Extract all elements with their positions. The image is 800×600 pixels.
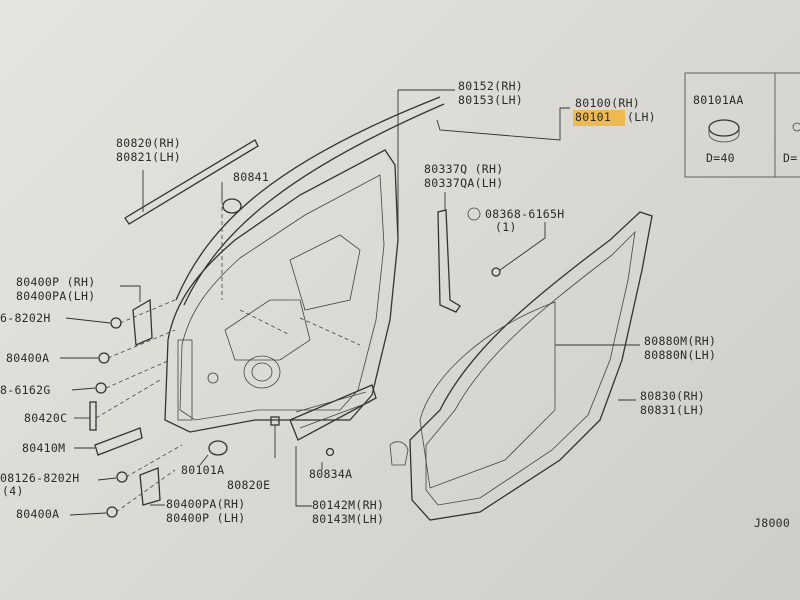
pin-80420c <box>89 401 97 431</box>
label-8202h-top: 6-8202H <box>0 311 51 325</box>
label-inset-d40: D=40 <box>706 151 735 165</box>
label-80400a-bot: 80400A <box>16 507 59 521</box>
label-80831: 80831(LH) <box>640 403 705 417</box>
label-80821: 80821(LH) <box>116 150 181 164</box>
run-channel-80337 <box>437 209 461 313</box>
bolt-08126-icon <box>116 471 128 483</box>
label-80880n: 80880N(LH) <box>644 348 716 362</box>
label-08368-qty: (1) <box>495 220 517 234</box>
screw-08368-icon <box>491 267 501 277</box>
assembly-dashed-lines <box>95 299 183 513</box>
label-80880m: 80880M(RH) <box>644 334 716 348</box>
hinge-face <box>177 339 193 421</box>
label-80400pa: 80400PA(LH) <box>16 289 95 303</box>
sash-outer-line <box>175 96 441 301</box>
label-80420c: 80420C <box>24 411 67 425</box>
door-inner-panel <box>179 174 385 421</box>
lead-80400a-bot <box>69 512 107 516</box>
bolt-80400a-top-icon <box>98 352 110 364</box>
label-80834a: 80834A <box>309 467 352 481</box>
label-80400pa-b: 80400PA(RH) <box>166 497 245 511</box>
speaker-hole <box>243 355 281 389</box>
plug-80841-icon <box>222 198 242 214</box>
label-inset-d: D= <box>783 151 797 165</box>
hinge-upper <box>132 298 153 346</box>
hinge-lower <box>139 467 161 506</box>
trim-panel-80880 <box>419 301 556 489</box>
lead-08126 <box>97 477 117 481</box>
door-check-detail <box>295 391 371 429</box>
bolt-80834-icon <box>325 447 335 457</box>
label-inset-80101aa: 80101AA <box>693 93 744 107</box>
label-80820: 80820(RH) <box>116 136 181 150</box>
label-80820e: 80820E <box>227 478 270 492</box>
label-80400p-b: 80400P (LH) <box>166 511 245 525</box>
label-80152: 80152(RH) <box>458 79 523 93</box>
diagram-ref-code: J8000 <box>754 516 790 530</box>
door-shell-outline <box>164 149 399 433</box>
screw-symbol-icon <box>467 207 481 221</box>
bolt-6162g-icon <box>95 382 107 394</box>
lead-80142m <box>295 446 312 507</box>
label-80142m: 80142M(RH) <box>312 498 384 512</box>
label-80400p: 80400P (RH) <box>16 275 95 289</box>
lead-8202h <box>65 317 111 324</box>
sash-inner-line <box>183 103 445 306</box>
moulding-strip-80820 <box>124 139 259 225</box>
label-80101: 80101 <box>575 110 611 124</box>
plug-small-icon <box>792 122 800 132</box>
trim-handle-pocket <box>389 441 409 466</box>
clip-80820e <box>270 416 280 426</box>
lead-08368 <box>499 222 546 271</box>
label-80410m: 80410M <box>22 441 65 455</box>
grommet-plug-icon <box>708 119 740 137</box>
lead-80101a <box>199 454 209 466</box>
label-08368: 08368-6165H <box>485 207 564 221</box>
door-cutout-2 <box>289 234 361 311</box>
label-80841: 80841 <box>233 170 269 184</box>
label-08126: 08126-8202H <box>0 471 79 485</box>
label-80830: 80830(RH) <box>640 389 705 403</box>
lead-80100 <box>436 107 570 141</box>
lead-6162g <box>71 387 96 391</box>
check-link-hole <box>207 372 219 384</box>
label-6162g: 8-6162G <box>0 383 51 397</box>
label-80101a: 80101A <box>181 463 224 477</box>
bolt-80400a-bot-icon <box>106 506 118 518</box>
bolt-8202h-top-icon <box>110 317 122 329</box>
label-80101-lh: (LH) <box>627 110 656 124</box>
label-08126-qty: (4) <box>2 484 24 498</box>
plug-80101a-icon <box>208 440 228 456</box>
label-80337qa: 80337QA(LH) <box>424 176 503 190</box>
grommet-plug-side <box>708 128 740 143</box>
inset-box <box>684 72 800 178</box>
highlight-marker <box>573 110 625 126</box>
label-80143m: 80143M(LH) <box>312 512 384 526</box>
assembly-dashed-lines-2 <box>221 200 361 346</box>
door-check-80834 <box>289 384 377 441</box>
label-80100: 80100(RH) <box>575 96 640 110</box>
check-link-80410m <box>94 427 143 456</box>
lead-80400p <box>120 285 141 302</box>
door-cutout-1 <box>224 299 311 361</box>
speaker-hole-inner <box>251 362 273 382</box>
weatherstrip-inner <box>425 230 636 506</box>
weatherstrip-outer <box>409 211 653 521</box>
label-80153: 80153(LH) <box>458 93 523 107</box>
label-80400a-top: 80400A <box>6 351 49 365</box>
label-80337q: 80337Q (RH) <box>424 162 503 176</box>
